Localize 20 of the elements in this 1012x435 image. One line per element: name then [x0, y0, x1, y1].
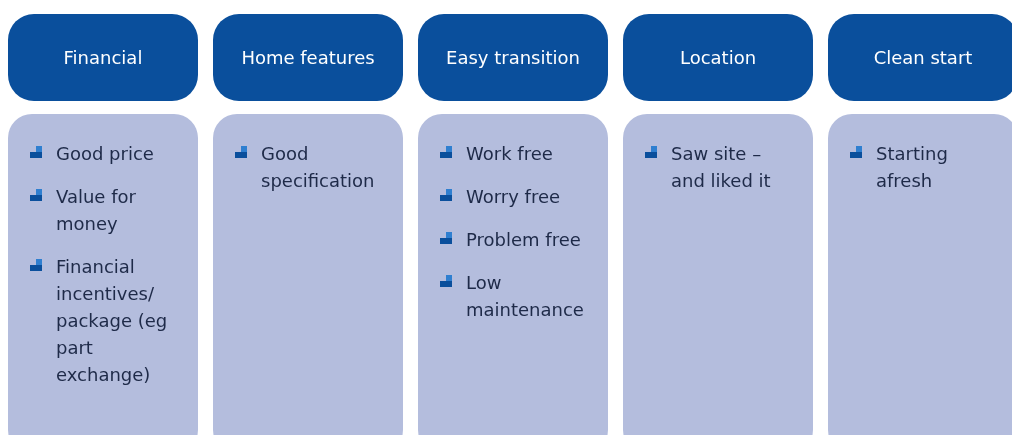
- column-header: Easy transition: [418, 14, 608, 101]
- column-header: Location: [623, 14, 813, 101]
- list-item: Low maintenance: [466, 271, 585, 322]
- column-header: Home features: [213, 14, 403, 101]
- list-item: Worry free: [466, 185, 562, 209]
- list-item: Starting afresh: [876, 142, 949, 193]
- list-item: Financial incentives/ package (eg part exchange): [56, 255, 169, 387]
- column-header: Clean start: [828, 14, 1012, 101]
- column-panel: [418, 114, 608, 435]
- list-item: Problem free: [466, 228, 582, 252]
- column-panel: [623, 114, 813, 435]
- column-panel: [828, 114, 1012, 435]
- column-header: Financial: [8, 14, 198, 101]
- column-panel: [8, 114, 198, 435]
- list-item: Work free: [466, 142, 554, 166]
- list-item: Good price: [56, 142, 155, 166]
- list-item: Good specification: [261, 142, 376, 193]
- list-item: Value for money: [56, 185, 137, 236]
- list-item: Saw site – and liked it: [671, 142, 772, 193]
- column-panel: [213, 114, 403, 435]
